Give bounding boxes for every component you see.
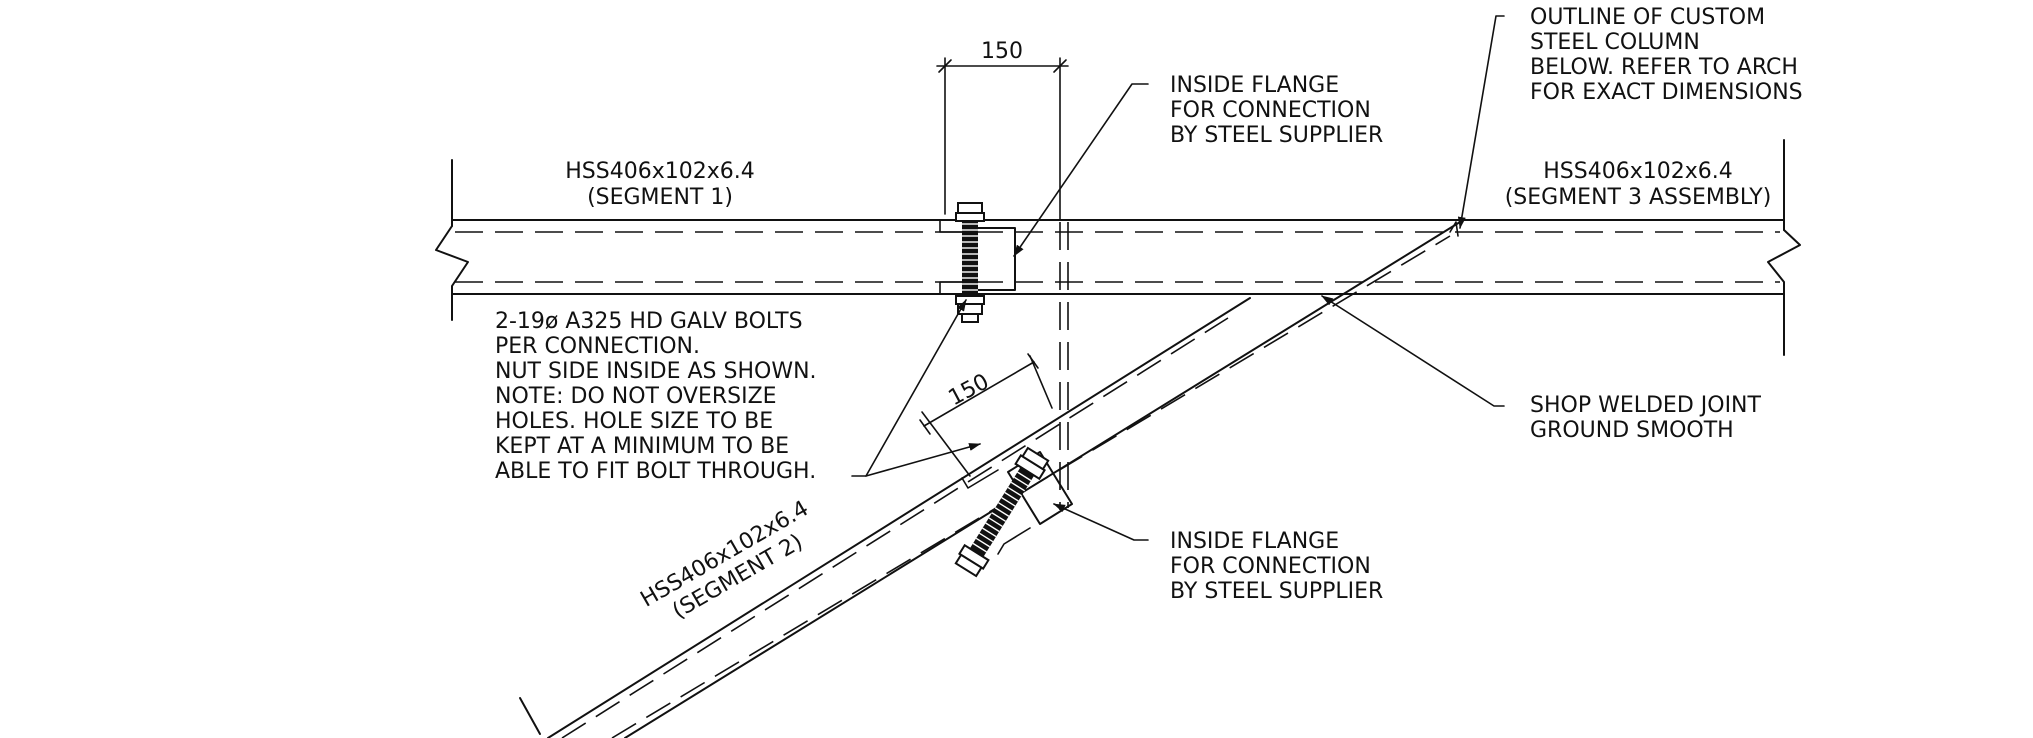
- note-line: KEPT AT A MINIMUM TO BE: [495, 434, 789, 459]
- top-dimension: 150: [936, 39, 1069, 221]
- left-break-line: [435, 159, 469, 321]
- note-line: PER CONNECTION.: [495, 334, 700, 359]
- note-line: BY STEEL SUPPLIER: [1170, 579, 1383, 604]
- segment3-size: HSS406x102x6.4: [1543, 159, 1732, 184]
- note-line: 2-19ø A325 HD GALV BOLTS: [495, 309, 803, 334]
- horizontal-hss-member: [451, 219, 1785, 295]
- column-outline-note: OUTLINE OF CUSTOM STEEL COLUMN BELOW. RE…: [1530, 5, 1803, 105]
- diagonal-dimension-value: 150: [945, 369, 994, 411]
- note-line: STEEL COLUMN: [1530, 30, 1700, 55]
- segment3-name: (SEGMENT 3 ASSEMBLY): [1505, 185, 1772, 210]
- column-outline: [1059, 222, 1069, 510]
- note-line: INSIDE FLANGE: [1170, 529, 1339, 554]
- segment1-name: (SEGMENT 1): [587, 185, 733, 210]
- note-line: INSIDE FLANGE: [1170, 73, 1339, 98]
- segment3-label: HSS406x102x6.4 (SEGMENT 3 ASSEMBLY): [1505, 159, 1772, 210]
- diagonal-bolted-connection: [954, 446, 1073, 578]
- note-line: HOLES. HOLE SIZE TO BE: [495, 409, 773, 434]
- note-line: FOR CONNECTION: [1170, 554, 1371, 579]
- note-line: FOR EXACT DIMENSIONS: [1530, 80, 1803, 105]
- diagonal-hss-member: [519, 221, 1461, 738]
- top-flange-note: INSIDE FLANGE FOR CONNECTION BY STEEL SU…: [1170, 73, 1383, 148]
- segment1-label: HSS406x102x6.4 (SEGMENT 1): [565, 159, 754, 210]
- weld-note: SHOP WELDED JOINT GROUND SMOOTH: [1530, 393, 1762, 443]
- note-line: OUTLINE OF CUSTOM: [1530, 5, 1765, 30]
- note-line: GROUND SMOOTH: [1530, 418, 1734, 443]
- note-line: BY STEEL SUPPLIER: [1170, 123, 1383, 148]
- leader-lines: [851, 15, 1505, 541]
- segment1-size: HSS406x102x6.4: [565, 159, 754, 184]
- segment2-label: HSS406x102x6.4 (SEGMENT 2): [636, 496, 813, 624]
- note-line: NUT SIDE INSIDE AS SHOWN.: [495, 359, 817, 384]
- note-line: ABLE TO FIT BOLT THROUGH.: [495, 459, 816, 484]
- note-line: SHOP WELDED JOINT: [1530, 393, 1762, 418]
- top-bolted-connection: [939, 202, 1016, 323]
- note-line: BELOW. REFER TO ARCH: [1530, 55, 1798, 80]
- note-line: FOR CONNECTION: [1170, 98, 1371, 123]
- right-break-line: [1767, 139, 1801, 356]
- bolt-note: 2-19ø A325 HD GALV BOLTS PER CONNECTION.…: [495, 309, 817, 484]
- top-dimension-value: 150: [981, 39, 1023, 64]
- note-line: NOTE: DO NOT OVERSIZE: [495, 384, 777, 409]
- bottom-flange-note: INSIDE FLANGE FOR CONNECTION BY STEEL SU…: [1170, 529, 1383, 604]
